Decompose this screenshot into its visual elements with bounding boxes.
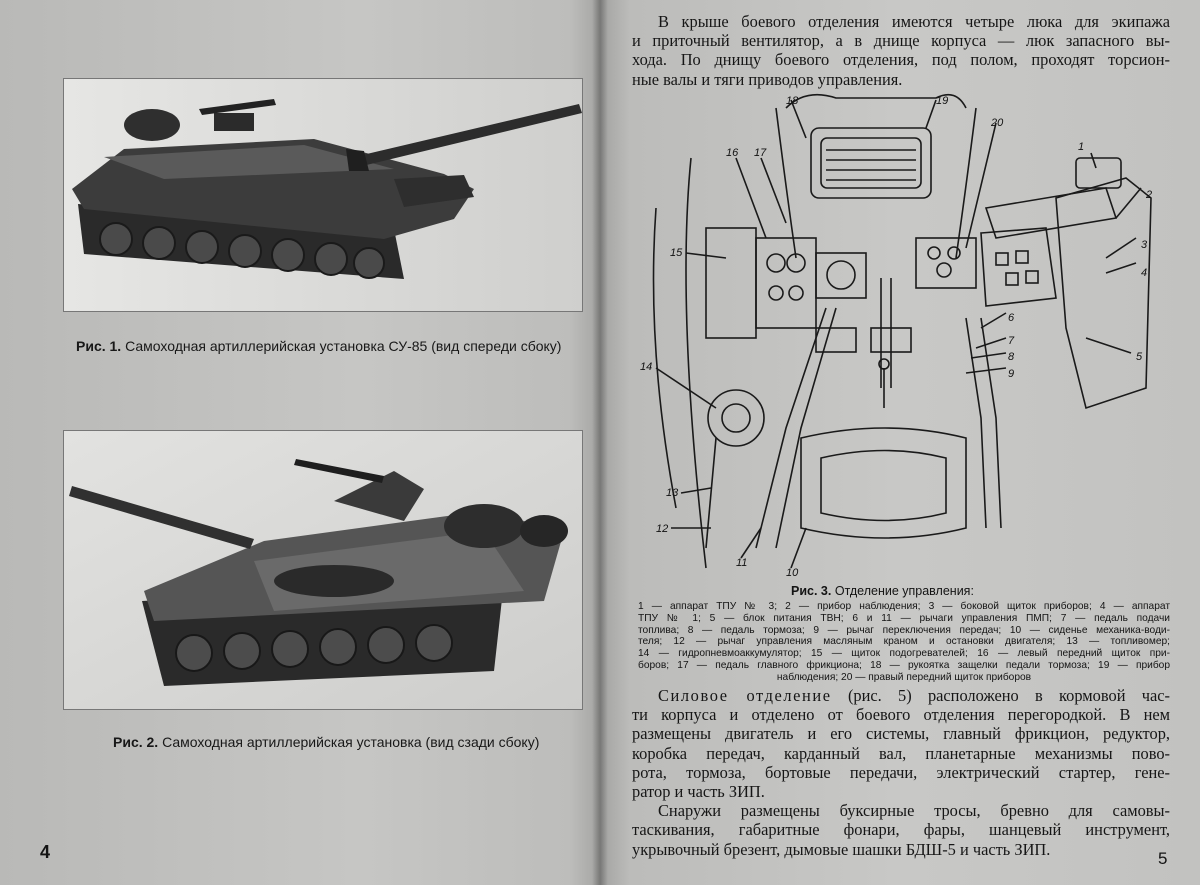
callout-12: 12	[656, 523, 668, 535]
legend-line: боров; 17 — педаль главного фрикциона; 1…	[638, 659, 1170, 671]
callout-9: 9	[1008, 368, 1014, 380]
figure3-title-text: Отделение управления:	[834, 584, 974, 598]
section-heading: Силовое отделение	[658, 686, 832, 705]
intro-line: и приточный вентилятор, а в днище корпус…	[632, 31, 1170, 51]
section-line: размещены двигатель и его системы, главн…	[632, 724, 1170, 744]
callout-6: 6	[1008, 312, 1015, 324]
intro-line: В крыше боевого отделения имеются четыре…	[658, 12, 1170, 31]
callout-1: 1	[1078, 141, 1084, 153]
legend-line: теля; 12 — рычаг управления масляным кра…	[638, 636, 1170, 648]
callout-8: 8	[1008, 351, 1015, 363]
legend-line: 14 — гидропневмоаккумулятор; 15 — щиток …	[638, 648, 1170, 660]
figure3-control-compartment-drawing: 1 2 3 4 5 6 7 8 9 10 11 12 13 14 15 16 1…	[636, 88, 1172, 576]
figure2-caption: Рис. 2. Самоходная артиллерийская устано…	[113, 734, 539, 750]
callout-14: 14	[640, 361, 652, 373]
outside-line: Снаружи размещены буксирные тросы, бревн…	[658, 801, 1170, 821]
section-line: рота, тормоза, бортовые передачи, электр…	[632, 762, 1170, 782]
callout-17: 17	[754, 147, 767, 159]
intro-line: хода. По днищу боевого отделения, под по…	[632, 50, 1170, 70]
book-gutter	[592, 0, 608, 885]
callout-3: 3	[1141, 239, 1148, 251]
section-line: (рис. 5) расположено в кормовой час-	[831, 686, 1170, 705]
outside-line: таскивания, габаритные фонари, фары, шан…	[632, 820, 1170, 840]
callout-5: 5	[1136, 351, 1143, 363]
section-line: ти корпуса и отделено от боевого отделен…	[632, 705, 1170, 725]
section-line: ратор и часть ЗИП.	[632, 782, 765, 802]
section-first-line: Силовое отделение (рис. 5) расположено в…	[632, 686, 1170, 705]
figure1-photo-su85-front-side	[63, 78, 583, 312]
page-number-right: 5	[1158, 849, 1168, 868]
callout-2: 2	[1145, 189, 1152, 201]
callout-19: 19	[936, 95, 948, 107]
figure1-caption-text: Самоходная артиллерийская установка СУ-8…	[125, 338, 562, 354]
figure3-title: Рис. 3. Отделение управления:	[791, 584, 974, 598]
power-compartment-section: Силовое отделение (рис. 5) расположено в…	[632, 686, 1170, 859]
callout-13: 13	[666, 487, 679, 499]
section-line: коробка передач, карданный вал, планетар…	[632, 743, 1170, 763]
left-page: Рис. 1. Самоходная артиллерийская устано…	[0, 0, 600, 885]
legend-line: топлива; 8 — педаль тормоза; 9 — рычаг п…	[638, 624, 1170, 636]
callout-11: 11	[736, 557, 747, 569]
callout-4: 4	[1141, 267, 1147, 279]
intro-paragraph: В крыше боевого отделения имеются четыре…	[632, 12, 1170, 89]
legend-line: 1 — аппарат ТПУ № 3; 2 — прибор наблюден…	[638, 601, 1170, 612]
callout-18: 18	[786, 95, 799, 107]
figure1-label: Рис. 1.	[76, 338, 122, 354]
figure2-label: Рис. 2.	[113, 734, 159, 750]
intro-line: ные валы и тяги приводов управления.	[632, 69, 903, 89]
figure2-photo-rear-side	[63, 430, 583, 710]
callout-16: 16	[726, 147, 739, 159]
outside-line: укрывочный брезент, дымовые шашки БДШ-5 …	[632, 839, 1051, 859]
figure3-label: Рис. 3.	[791, 584, 832, 598]
legend-line: наблюдения; 20 — правый передний щиток п…	[776, 671, 1032, 683]
figure2-caption-text: Самоходная артиллерийская установка (вид…	[162, 734, 540, 750]
figure3-legend: 1 — аппарат ТПУ № 3; 2 — прибор наблюден…	[638, 601, 1170, 684]
callout-15: 15	[670, 247, 683, 259]
page-number-left: 4	[40, 842, 51, 862]
callout-20: 20	[990, 117, 1004, 129]
legend-line: ТПУ № 1; 5 — блок питания ТВН; 6 и 11 — …	[638, 612, 1170, 624]
callout-7: 7	[1008, 335, 1015, 347]
figure1-caption: Рис. 1. Самоходная артиллерийская устано…	[76, 338, 561, 354]
callout-10: 10	[786, 567, 799, 576]
right-page	[600, 0, 1200, 885]
